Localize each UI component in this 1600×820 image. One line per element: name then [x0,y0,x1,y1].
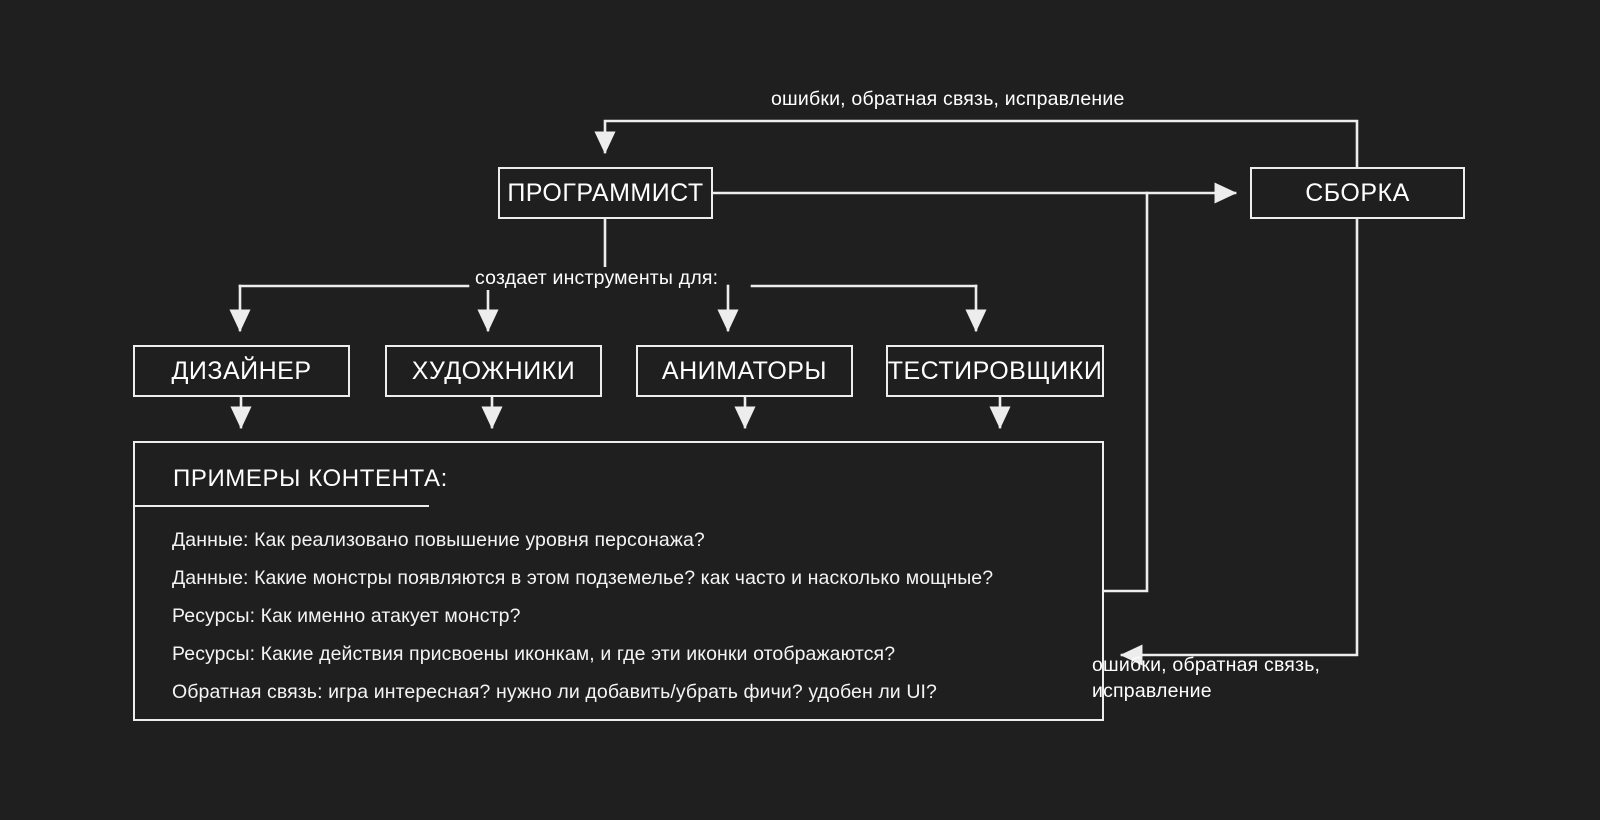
wire-build-to-programmer [594,119,1359,169]
list-item: Ресурсы: Как именно атакует монстр? [172,605,521,627]
list-item: Ресурсы: Какие действия присвоены иконка… [172,643,896,665]
node-programmer[interactable]: ПРОГРАММИСТ [498,167,713,219]
node-build-label: СБОРКА [1305,178,1410,207]
node-build[interactable]: СБОРКА [1250,167,1465,219]
content-panel-list: Данные: Как реализовано повышение уровня… [172,521,1092,711]
node-animators-label: АНИМАТОРЫ [661,356,828,385]
content-examples-panel: ПРИМЕРЫ КОНТЕНТА: Данные: Как реализован… [133,441,1104,721]
content-panel-divider [135,505,429,507]
node-artists[interactable]: ХУДОЖНИКИ [385,345,602,397]
wire-programmer-to-content [1102,191,1149,593]
list-item: Данные: Какие монстры появляются в этом … [172,567,994,589]
edge-label-bottom-feedback-line1: ошибки, обратная связь, [1092,654,1321,676]
edge-label-creates-tools-for: создает инструменты для: [471,267,723,290]
list-item: Обратная связь: игра интересная? нужно л… [172,681,937,703]
edge-label-bottom-feedback: ошибки, обратная связь, исправление [1092,652,1320,704]
list-item: Данные: Как реализовано повышение уровня… [172,529,705,551]
node-artists-label: ХУДОЖНИКИ [411,356,576,385]
node-designer-label: ДИЗАЙНЕР [171,356,312,385]
content-panel-title: ПРИМЕРЫ КОНТЕНТА: [173,465,448,492]
node-designer[interactable]: ДИЗАЙНЕР [133,345,350,397]
edge-label-top-feedback: ошибки, обратная связь, исправление [771,88,1125,110]
node-testers-label: ТЕСТИРОВЩИКИ [887,356,1103,385]
edge-label-bottom-feedback-line2: исправление [1092,680,1212,702]
node-testers[interactable]: ТЕСТИРОВЩИКИ [886,345,1104,397]
node-programmer-label: ПРОГРАММИСТ [507,178,704,207]
node-animators[interactable]: АНИМАТОРЫ [636,345,853,397]
wire-build-to-content [1120,217,1359,666]
